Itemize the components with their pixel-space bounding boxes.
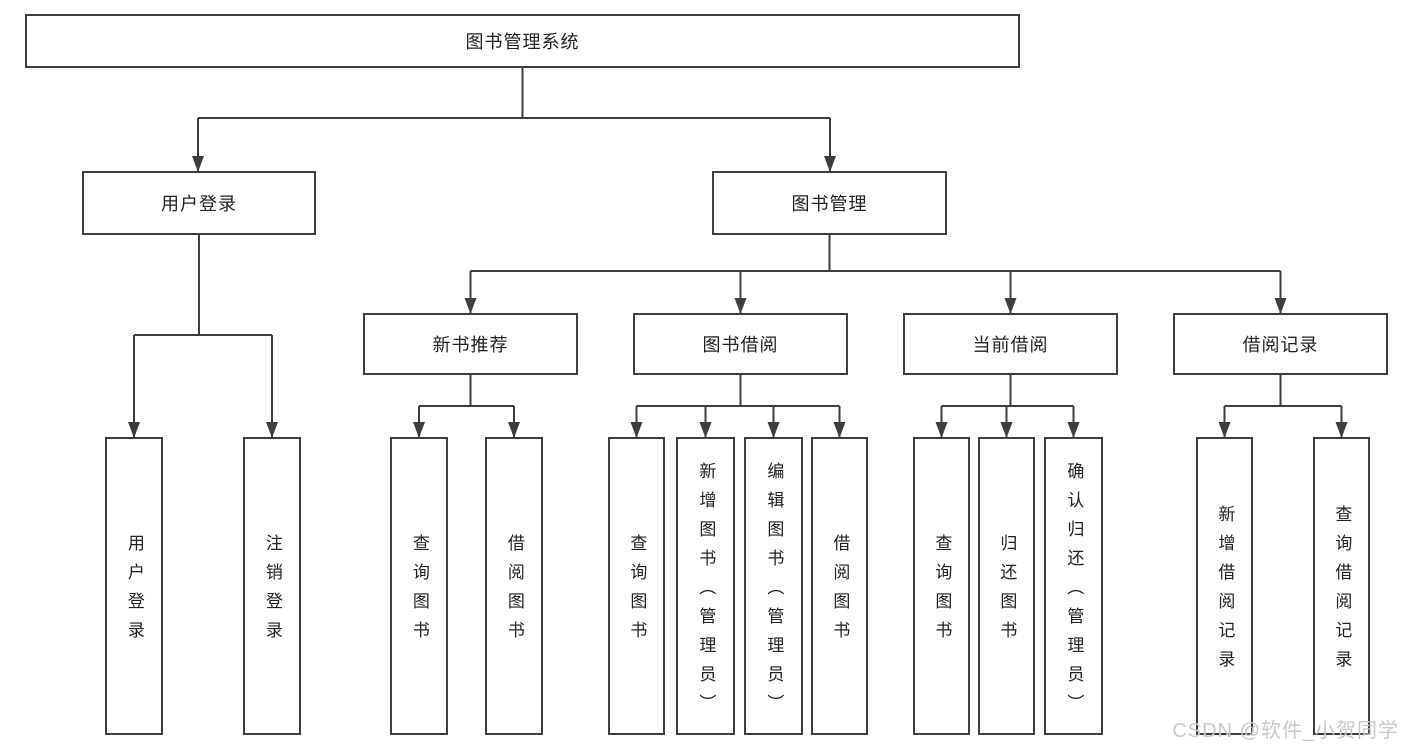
node-book-management: 图书管理 — [712, 171, 947, 235]
leaf-add-borrow-record: 新增借阅记录 — [1196, 437, 1253, 735]
node-book-management-label: 图书管理 — [791, 194, 868, 214]
leaf-query-books-2-label: 查询图书 — [627, 534, 647, 650]
leaf-return-book-label: 归还图书 — [997, 534, 1017, 650]
wire-book-management — [470, 235, 1281, 272]
leaf-user-login: 用户登录 — [105, 437, 163, 735]
leaf-query-books-3: 查询图书 — [913, 437, 970, 735]
node-current-borrow-label: 当前借阅 — [972, 335, 1049, 355]
wire-root — [198, 68, 830, 119]
wire-book-borrow — [636, 375, 840, 407]
leaf-borrow-books-1-label: 借阅图书 — [504, 534, 524, 650]
leaf-edit-book-admin-label: 编辑图书（管理员） — [764, 461, 784, 723]
node-new-book-recommend: 新书推荐 — [363, 313, 578, 375]
wire-borrow-records — [1224, 375, 1342, 407]
node-book-borrow: 图书借阅 — [633, 313, 848, 375]
leaf-query-books-2: 查询图书 — [608, 437, 665, 735]
leaf-confirm-return-admin: 确认归还（管理员） — [1044, 437, 1103, 735]
node-root-label: 图书管理系统 — [465, 32, 580, 52]
leaf-add-borrow-record-label: 新增借阅记录 — [1215, 505, 1235, 679]
node-user-login-label: 用户登录 — [161, 194, 237, 214]
csdn-watermark: CSDN @软件_小贺同学 — [1172, 720, 1399, 742]
wire-user-login — [134, 235, 272, 336]
node-new-book-recommend-label: 新书推荐 — [432, 335, 509, 355]
leaf-edit-book-admin: 编辑图书（管理员） — [744, 437, 803, 735]
leaf-borrow-books-2-label: 借阅图书 — [830, 534, 850, 650]
leaf-logout-label: 注销登录 — [262, 534, 282, 650]
leaf-add-book-admin: 新增图书（管理员） — [676, 437, 735, 735]
node-root: 图书管理系统 — [25, 14, 1020, 68]
leaf-query-books-1: 查询图书 — [390, 437, 448, 735]
leaf-query-borrow-record-label: 查询借阅记录 — [1332, 505, 1352, 679]
leaf-query-books-3-label: 查询图书 — [932, 534, 952, 650]
leaf-logout: 注销登录 — [243, 437, 301, 735]
leaf-add-book-admin-label: 新增图书（管理员） — [696, 461, 716, 723]
node-current-borrow: 当前借阅 — [903, 313, 1118, 375]
leaf-query-borrow-record: 查询借阅记录 — [1313, 437, 1370, 735]
node-borrow-records: 借阅记录 — [1173, 313, 1388, 375]
leaf-user-login-label: 用户登录 — [124, 534, 144, 650]
leaf-borrow-books-2: 借阅图书 — [811, 437, 868, 735]
leaf-query-books-1-label: 查询图书 — [409, 534, 429, 650]
node-book-borrow-label: 图书借阅 — [702, 335, 779, 355]
leaf-return-book: 归还图书 — [978, 437, 1035, 735]
leaf-borrow-books-1: 借阅图书 — [485, 437, 543, 735]
wire-current-borrow — [941, 375, 1074, 407]
wire-new-book — [419, 375, 514, 407]
leaf-confirm-return-admin-label: 确认归还（管理员） — [1064, 461, 1084, 723]
node-user-login: 用户登录 — [82, 171, 316, 235]
node-borrow-records-label: 借阅记录 — [1242, 335, 1319, 355]
